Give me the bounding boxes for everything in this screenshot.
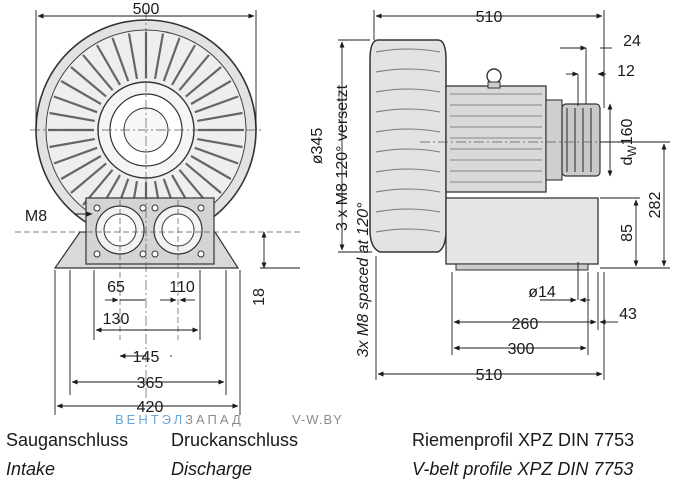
dim-front-365: 365 <box>137 375 164 392</box>
dim-side-282: 282 <box>647 192 664 219</box>
fin <box>49 111 95 123</box>
motor-fins <box>450 93 542 183</box>
front-view <box>15 10 300 400</box>
fin <box>194 95 239 114</box>
fin <box>53 146 98 165</box>
fin <box>70 162 107 194</box>
fin <box>96 44 121 86</box>
fin <box>171 44 196 86</box>
fin <box>194 146 239 165</box>
rib <box>375 48 441 53</box>
dim-side-diameter: ø345 <box>309 128 326 165</box>
watermark-brand-b: ЗАПАД <box>185 412 244 427</box>
rib <box>375 168 441 173</box>
caption-discharge-de: Druckanschluss <box>171 430 299 450</box>
dim-side-24: 24 <box>623 33 641 50</box>
fin <box>111 37 130 82</box>
fin <box>70 66 107 98</box>
fin <box>49 137 95 149</box>
fin <box>190 155 232 180</box>
dim-side-pulley: dW160 <box>619 118 639 165</box>
fin <box>60 80 102 105</box>
dim-side-300: 300 <box>508 341 535 358</box>
dim-side-510-bottom: 510 <box>476 367 503 384</box>
fin <box>185 162 222 194</box>
dim-side-43: 43 <box>619 306 637 323</box>
housing-ribs <box>375 48 441 233</box>
dim-side-12: 12 <box>617 63 635 80</box>
bolt-note-en: 3x M8 spaced at 120° <box>355 202 372 358</box>
fin <box>178 54 210 91</box>
fin <box>127 33 139 79</box>
fin <box>162 37 181 82</box>
front-dimensions <box>35 10 300 415</box>
watermark-brand-a: ВЕНТЭЛ <box>115 412 186 427</box>
fin <box>197 111 243 123</box>
watermark: ВЕНТЭЛЗАПАД <box>115 412 244 427</box>
rib <box>375 208 441 213</box>
fin <box>185 66 222 98</box>
rib <box>375 128 441 133</box>
rib <box>375 68 441 73</box>
fin <box>197 137 243 149</box>
dim-front-110: 110 <box>169 279 195 296</box>
caption-belt-en: V-belt profile XPZ DIN 7753 <box>412 459 634 479</box>
dim-front-420: 420 <box>137 399 164 416</box>
fin <box>82 54 114 91</box>
rib <box>375 188 441 193</box>
watermark-site: V-W.BY <box>292 412 343 427</box>
rib <box>375 88 441 93</box>
dim-front-18: 18 <box>251 288 268 306</box>
dim-front-500: 500 <box>133 1 160 18</box>
fin <box>60 155 102 180</box>
side-view <box>369 39 640 271</box>
dim-side-510-top: 510 <box>476 9 503 26</box>
rib <box>375 148 441 153</box>
pulley-grooves <box>566 108 592 172</box>
caption-intake-en: Intake <box>6 459 56 479</box>
rib <box>375 108 441 113</box>
dim-front-145: 145 <box>133 349 160 366</box>
caption-belt-de: Riemenprofil XPZ DIN 7753 <box>412 430 635 450</box>
dim-side-85: 85 <box>619 224 636 242</box>
dim-front-65: 65 <box>107 279 125 296</box>
dim-front-m8: M8 <box>25 208 47 225</box>
caption-discharge-en: Discharge <box>171 459 253 479</box>
fin <box>190 80 232 105</box>
dim-side-14: ø14 <box>528 284 556 301</box>
dim-side-260: 260 <box>512 316 539 333</box>
dim-front-130: 130 <box>103 311 130 328</box>
side-dimensions <box>338 10 670 380</box>
bolt-note-de: 3 x M8 120° versetzt <box>334 84 351 231</box>
caption-intake-de: Sauganschluss <box>6 430 129 450</box>
rib <box>375 228 441 233</box>
fin <box>53 95 98 114</box>
fin <box>153 33 165 79</box>
